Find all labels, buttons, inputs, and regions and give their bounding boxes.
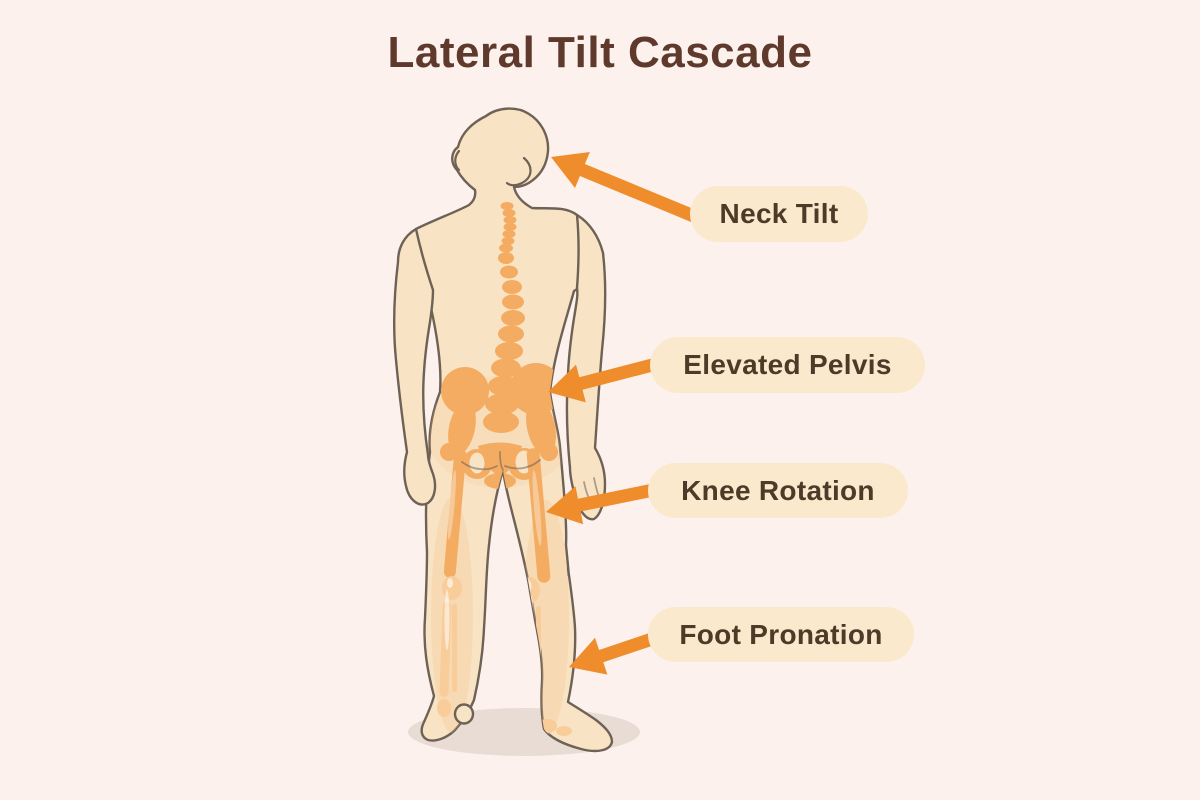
label-elevated-pelvis: Elevated Pelvis: [650, 337, 925, 393]
label-neck-tilt: Neck Tilt: [690, 186, 868, 242]
knee-rotation-arrow-icon: [546, 482, 660, 525]
label-knee-rotation-text: Knee Rotation: [681, 474, 875, 506]
neck-tilt-arrow-icon: [551, 152, 699, 223]
elevated-pelvis-arrow-icon: [548, 356, 662, 403]
page-title: Lateral Tilt Cascade: [387, 28, 813, 77]
label-foot-pronation: Foot Pronation: [648, 607, 914, 662]
label-neck-tilt-text: Neck Tilt: [719, 198, 839, 229]
label-elevated-pelvis-text: Elevated Pelvis: [683, 349, 892, 380]
cervical-spine-bones: [499, 202, 517, 253]
skeleton-overlay: [426, 202, 574, 736]
left-arm: [393, 227, 437, 506]
left-heel-bump: [453, 703, 475, 725]
pelvis-bones: [440, 363, 562, 489]
label-foot-pronation-text: Foot Pronation: [679, 618, 883, 650]
obturator-foramen-left: [469, 452, 485, 474]
right-arm: [565, 213, 607, 521]
label-knee-rotation: Knee Rotation: [648, 463, 908, 518]
foot-pronation-arrow-icon: [569, 631, 658, 675]
